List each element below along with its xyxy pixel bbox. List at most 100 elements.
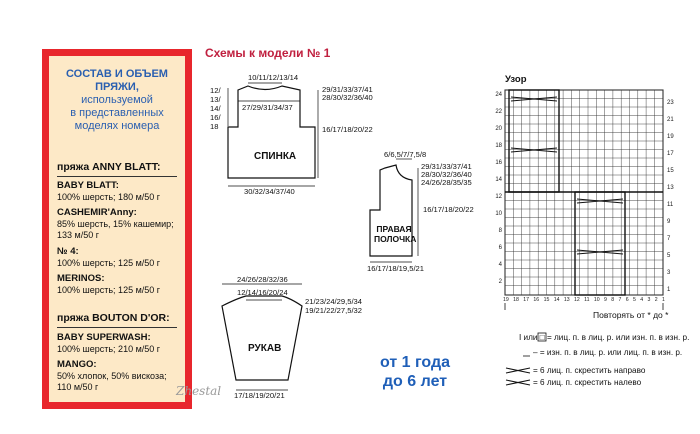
row-number: 13 — [667, 185, 674, 191]
materials-heading-line: ПРЯЖИ, — [95, 81, 139, 93]
yarn-desc: 100% шерсть; 180 м/50 г — [57, 192, 161, 202]
stitch-number: 4 — [640, 297, 644, 303]
materials-heading-line: используемой — [81, 94, 153, 106]
stitch-number: 1 — [662, 297, 665, 303]
back-right-top2-label: 28/30/32/36/40 — [322, 93, 373, 102]
front-neck-label: 6/6,5/7/7,5/8 — [384, 150, 427, 159]
yarn-name: MANGO: — [57, 359, 97, 370]
stitch-number: 2 — [654, 297, 658, 303]
brand-title: пряжа ANNY BLATT: — [57, 161, 161, 173]
age-range: от 1 года до 6 лет — [340, 353, 490, 391]
stitch-number: 3 — [647, 297, 651, 303]
age-range-line: до 6 лет — [382, 373, 448, 390]
back-piece-name: СПИНКА — [254, 151, 297, 162]
stitch-number: 8 — [611, 297, 615, 303]
row-number: 24 — [495, 92, 502, 98]
sleeve-bottom-label: 17/18/19/20/21 — [234, 391, 285, 400]
front-piece-name-line: ПРАВАЯ — [376, 224, 412, 234]
materials-box: СОСТАВ И ОБЪЕМ ПРЯЖИ, используемой в пре… — [42, 49, 192, 409]
row-number: 8 — [498, 228, 502, 234]
row-number: 23 — [667, 100, 674, 106]
front-right2-label: 28/30/32/36/40 — [421, 170, 472, 179]
back-shoulder-left-line: 12/ — [210, 86, 221, 95]
row-number: 18 — [495, 143, 502, 149]
front-piece-name-line: ПОЛОЧКА — [374, 234, 417, 244]
sleeve-right2-label: 19/21/22/27,5/32 — [305, 306, 363, 315]
stitch-number: 18 — [513, 297, 519, 303]
materials-heading-line: СОСТАВ И ОБЪЕМ — [66, 68, 168, 80]
stitch-number: 17 — [523, 297, 530, 303]
legend-item-knit: I или □ = лиц. п. в лиц. р. или изн. п. … — [519, 333, 690, 342]
back-shoulder-left-line: 16/ — [210, 113, 221, 122]
row-number: 20 — [495, 126, 502, 132]
front-dimension-lines — [370, 158, 419, 263]
materials-heading: СОСТАВ И ОБЪЕМ ПРЯЖИ, используемой в пре… — [49, 68, 185, 133]
yarn-name: CASHEMIR'Anny: — [57, 207, 137, 218]
sleeve-right1-label: 21/23/24/29,5/34 — [305, 297, 363, 306]
schemes-title: Схемы к модели № 1 — [205, 46, 331, 60]
row-number: 22 — [495, 109, 502, 115]
back-neck-label: 10/11/12/13/14 — [248, 73, 299, 82]
repeat-markers — [504, 303, 664, 310]
row-number: 12 — [495, 194, 502, 200]
sleeve-top-outer-label: 24/26/28/32/36 — [237, 275, 288, 284]
row-number: 6 — [498, 245, 502, 251]
materials-box-inner: СОСТАВ И ОБЪЕМ ПРЯЖИ, используемой в пре… — [49, 56, 185, 402]
stitch-number: 13 — [563, 297, 570, 303]
legend-item-cross-left: = 6 лиц. п. скрестить налево — [533, 378, 642, 387]
front-piece-outline — [369, 164, 413, 257]
stitch-number: 19 — [503, 297, 509, 303]
row-number: 14 — [495, 177, 502, 183]
yarn-desc: 100% шерсть; 210 м/50 г — [57, 344, 161, 354]
sleeve-piece-outline — [221, 295, 303, 381]
row-number: 1 — [667, 287, 671, 293]
yarn-name: BABY SUPERWASH: — [57, 332, 151, 343]
front-side-label: 16/17/18/20/22 — [423, 205, 474, 214]
pattern-bottom-numbers: 19 18 17 16 15 14 13 12 11 10 9 8 7 6 5 … — [503, 297, 665, 303]
sleeve-dimension-lines — [222, 283, 302, 391]
yarn-desc: 100% шерсть; 125 м/50 г — [57, 285, 161, 295]
stitch-number: 5 — [633, 297, 636, 303]
pattern-right-row-numbers: 23 21 19 17 15 13 11 9 7 5 3 1 — [667, 95, 679, 299]
row-number: 4 — [498, 262, 502, 268]
back-shoulder-width-label: 27/29/31/34/37 — [242, 103, 293, 112]
stitch-number: 6 — [625, 297, 629, 303]
back-shoulder-left-line: 13/ — [210, 95, 221, 104]
row-number: 16 — [495, 160, 502, 166]
row-number: 10 — [495, 211, 502, 217]
back-bottom-label: 30/32/34/37/40 — [244, 187, 295, 196]
sleeve-top-inner-label: 12/14/16/20/24 — [237, 288, 288, 297]
yarn-name: № 4: — [57, 246, 79, 257]
back-shoulder-left-line: 18 — [210, 122, 219, 131]
row-number: 5 — [667, 253, 671, 259]
back-shoulder-left-line: 14/ — [210, 104, 221, 113]
stitch-number: 12 — [573, 297, 580, 303]
pattern-block-borders — [505, 89, 663, 296]
row-number: 11 — [667, 202, 674, 208]
back-side-label: 16/17/18/20/22 — [322, 125, 373, 134]
yarn-name: BABY BLATT: — [57, 180, 119, 191]
legend-item-purl: – = изн. п. в лиц. р. или лиц. п. в изн.… — [533, 348, 683, 357]
row-number: 9 — [667, 219, 671, 225]
stitch-number: 7 — [618, 297, 622, 303]
brand-title: пряжа BOUTON D'OR: — [57, 312, 170, 324]
row-number: 19 — [667, 134, 674, 140]
front-bottom-label: 16/17/18/19,5/21 — [367, 264, 425, 273]
pattern-title: Узор — [505, 74, 527, 85]
row-number: 2 — [498, 279, 502, 285]
yarn-desc: 50% хлопок, 50% вискоза; 110 м/50 г — [57, 371, 167, 392]
back-right-top-label: 29/31/33/37/41 — [322, 85, 373, 94]
back-shoulder-left-label: 12/ 13/ 14/ 16/ 18 — [210, 86, 221, 131]
row-number: 7 — [667, 236, 671, 242]
yarn-name: MERINOS: — [57, 273, 105, 284]
back-dimension-lines — [227, 82, 319, 187]
row-number: 21 — [667, 117, 674, 123]
repeat-instruction: Повторять от * до * — [593, 310, 669, 320]
stitch-number: 14 — [553, 297, 560, 303]
watermark-signature: Zhestal — [176, 384, 222, 398]
cable-cross-marks — [510, 96, 624, 255]
row-number: 17 — [667, 151, 674, 157]
yarn-desc: 100% шерсть; 125 м/50 г — [57, 258, 161, 268]
legend-symbols — [505, 332, 547, 386]
